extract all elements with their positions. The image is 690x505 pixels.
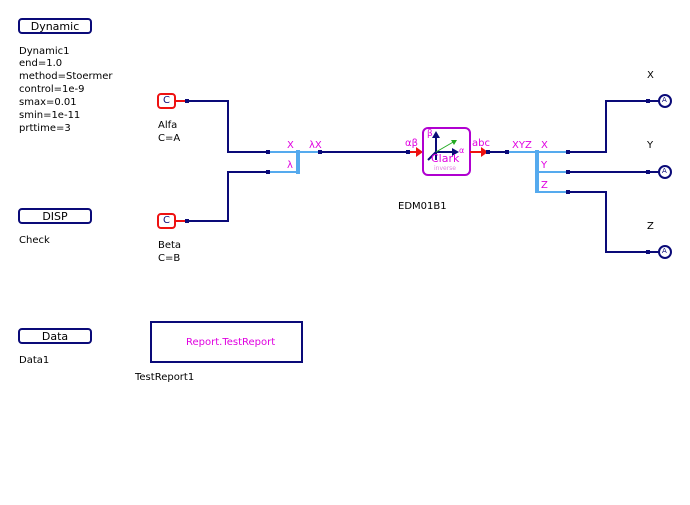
meter-icon-z[interactable] bbox=[658, 245, 672, 259]
meter-icon-y[interactable] bbox=[658, 165, 672, 179]
data-block[interactable]: Data bbox=[18, 328, 92, 344]
wire-out-y[interactable] bbox=[566, 170, 659, 174]
wire-alfa[interactable] bbox=[176, 99, 270, 154]
clark-title: Clark bbox=[431, 152, 460, 165]
meter-glyph-x: A bbox=[662, 96, 667, 104]
disp-name: Check bbox=[19, 235, 50, 246]
report-text: Report.TestReport bbox=[186, 337, 276, 348]
report-block[interactable] bbox=[150, 321, 303, 363]
constant-value-alfa: C=A bbox=[158, 133, 181, 144]
clark-name: EDM01B1 bbox=[398, 201, 447, 212]
data-name: Data1 bbox=[19, 355, 50, 366]
clark-subtitle: inverse bbox=[434, 165, 456, 172]
dynamic-param: method=Stoermer bbox=[19, 71, 113, 82]
data-block-label: Data bbox=[41, 330, 69, 343]
disp-block-label: DISP bbox=[42, 210, 68, 223]
dynamic-name: Dynamic1 bbox=[19, 46, 70, 57]
constant-glyph: C bbox=[163, 95, 170, 106]
clark-axis-alpha: α bbox=[459, 146, 465, 155]
wire-out-x[interactable] bbox=[566, 99, 659, 154]
constant-value-beta: C=B bbox=[158, 253, 181, 264]
constant-block-alfa[interactable]: C bbox=[157, 93, 176, 109]
dynamic-param: end=1.0 bbox=[19, 58, 63, 69]
constant-block-beta[interactable]: C bbox=[157, 213, 176, 229]
wire-beta[interactable] bbox=[176, 170, 270, 223]
dynamic-param: smax=0.01 bbox=[19, 97, 77, 108]
output-name-y: Y bbox=[647, 140, 654, 151]
dynamic-block-label: Dynamic bbox=[30, 20, 80, 33]
demux-block[interactable] bbox=[509, 150, 568, 193]
demux-out-label-x: X bbox=[541, 140, 548, 151]
dynamic-param: control=1e-9 bbox=[19, 84, 85, 95]
demux-out-label-y: Y bbox=[541, 160, 548, 171]
dynamic-param: smin=1e-11 bbox=[19, 110, 81, 121]
meter-glyph-y: A bbox=[662, 167, 667, 175]
demux-in-label: XYZ bbox=[512, 140, 532, 151]
disp-block[interactable]: DISP bbox=[18, 208, 92, 224]
clark-axis-beta: β bbox=[427, 129, 433, 139]
mux-in-label-x: X bbox=[287, 140, 294, 151]
dynamic-block[interactable]: Dynamic bbox=[18, 18, 92, 34]
mux-in-label-lambda: λ bbox=[287, 160, 293, 171]
constant-name-beta: Beta bbox=[158, 240, 182, 251]
wire-mux-clark[interactable] bbox=[318, 147, 423, 157]
constant-glyph: C bbox=[163, 215, 170, 226]
constant-name-alfa: Alfa bbox=[158, 120, 178, 131]
mux-out-label: λX bbox=[309, 140, 322, 151]
meter-icon-x[interactable] bbox=[658, 94, 672, 108]
mux-block[interactable] bbox=[270, 150, 320, 174]
demux-out-label-z: Z bbox=[541, 180, 548, 191]
output-name-x: X bbox=[647, 70, 654, 81]
dynamic-param: prttime=3 bbox=[19, 123, 71, 134]
wire-clark-demux[interactable] bbox=[470, 147, 509, 157]
output-name-z: Z bbox=[647, 221, 654, 232]
clark-out-port: abc bbox=[472, 138, 490, 149]
meter-glyph-z: A bbox=[662, 247, 667, 255]
clark-in-port: αβ bbox=[405, 138, 418, 149]
wire-out-z[interactable] bbox=[566, 190, 659, 254]
report-name: TestReport1 bbox=[135, 372, 195, 383]
